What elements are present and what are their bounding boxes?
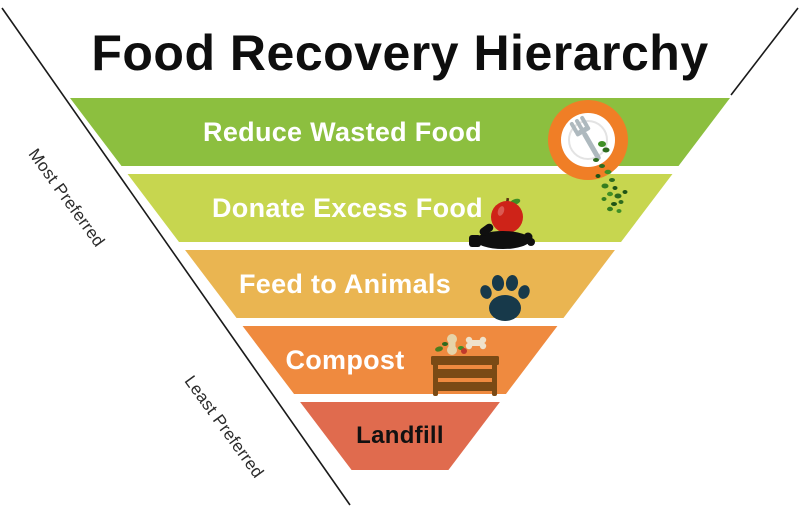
tier-donate-excess-food: Donate Excess Food <box>70 174 730 242</box>
inverted-pyramid: Reduce Wasted Food Donate Excess Food Fe… <box>70 98 730 470</box>
tier-label: Reduce Wasted Food <box>203 116 482 147</box>
tier-label: Compost <box>285 344 405 375</box>
tier-label: Donate Excess Food <box>212 192 483 223</box>
tier-label: Feed to Animals <box>238 268 452 299</box>
page-title: Food Recovery Hierarchy <box>91 25 709 81</box>
tier-label: Landfill <box>356 422 444 449</box>
tier-feed-to-animals: Feed to Animals <box>70 250 730 318</box>
most-preferred-label: Most Preferred <box>24 145 109 251</box>
tier-reduce-wasted-food: Reduce Wasted Food <box>70 98 730 166</box>
tier-compost: Compost <box>70 326 730 394</box>
least-preferred-label: Least Preferred <box>180 372 268 482</box>
tier-landfill: Landfill <box>70 402 730 470</box>
